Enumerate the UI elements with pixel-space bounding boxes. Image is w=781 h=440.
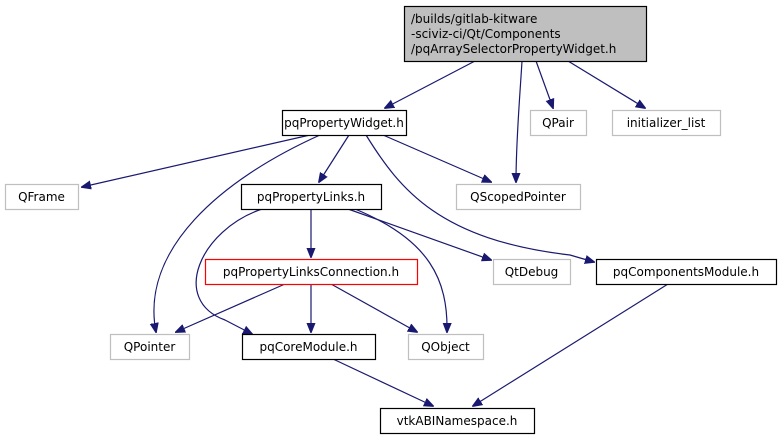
edge-pqPropertyLinksConnection-to-QObject [330,283,417,332]
edge-pqPropertyWidget-to-QFrame [82,134,311,187]
edge-pqPropertyLinks-to-QObject [354,208,447,332]
node-label: QObject [421,340,470,354]
edges [82,60,669,406]
node-initializer_list: initializer_list [611,109,722,137]
node-box [407,333,485,361]
node-QPointer: QPointer [109,333,191,361]
node-box [595,258,778,286]
nodes: /builds/gitlab-kitware-sciviz-ci/Qt/Comp… [4,5,778,435]
node-label: /builds/gitlab-kitware [411,12,537,26]
edge-pqCoreModule-to-vtkABINamespace [332,358,433,406]
edge-pqPropertyLinks-to-QtDebug [347,208,491,260]
node-box [403,5,648,63]
node-label: vtkABINamespace.h [397,414,518,428]
node-QObject: QObject [407,333,485,361]
node-pqComponentsModule[interactable]: pqComponentsModule.h [595,258,778,286]
node-box [492,258,572,286]
node-label: QPair [542,116,574,130]
node-QPair: QPair [529,109,588,137]
edge-pqPropertyWidget-to-QScopedPointer [382,134,491,182]
node-box [455,183,582,211]
node-label: /pqArraySelectorPropertyWidget.h [411,42,616,56]
edge-pqPropertyLinksConnection-to-QPointer [176,283,286,332]
node-QFrame: QFrame [4,183,80,211]
node-label: pqComponentsModule.h [613,265,759,279]
edge-root-to-initializer_list [567,60,645,108]
edge-root-to-QScopedPointer [516,60,523,182]
node-box [241,333,377,361]
node-box [281,109,408,137]
edge-pqPropertyWidget-to-pqPropertyLinks [319,134,350,182]
node-box [611,109,722,137]
node-pqPropertyLinks[interactable]: pqPropertyLinks.h [240,183,383,211]
node-label: initializer_list [627,116,706,130]
node-label: QScopedPointer [470,190,566,204]
node-box [240,183,383,211]
node-label: QPointer [124,340,176,354]
node-QScopedPointer: QScopedPointer [455,183,582,211]
node-pqPropertyLinksConnection[interactable]: pqPropertyLinksConnection.h [204,258,419,286]
node-box [109,333,191,361]
edge-root-to-pqPropertyWidget [385,60,476,108]
node-QtDebug: QtDebug [492,258,572,286]
node-label: -sciviz-ci/Qt/Components [411,27,561,41]
edge-pqPropertyWidget-to-pqComponentsModule [365,134,594,262]
node-pqCoreModule[interactable]: pqCoreModule.h [241,333,377,361]
node-vtkABINamespace[interactable]: vtkABINamespace.h [379,407,536,435]
node-label: pqPropertyWidget.h [284,116,404,130]
node-box [529,109,588,137]
node-root[interactable]: /builds/gitlab-kitware-sciviz-ci/Qt/Comp… [403,5,648,63]
node-box [379,407,536,435]
node-label: QtDebug [505,265,559,279]
node-box [4,183,80,211]
node-label: QFrame [18,190,65,204]
node-pqPropertyWidget[interactable]: pqPropertyWidget.h [281,109,408,137]
edge-pqComponentsModule-to-vtkABINamespace [473,283,669,406]
node-box [204,258,419,286]
node-label: pqCoreModule.h [259,340,357,354]
node-label: pqPropertyLinksConnection.h [223,265,399,279]
node-label: pqPropertyLinks.h [257,190,365,204]
edge-root-to-QPair [535,60,553,108]
edge-pqPropertyWidget-to-QPointer [154,134,321,332]
